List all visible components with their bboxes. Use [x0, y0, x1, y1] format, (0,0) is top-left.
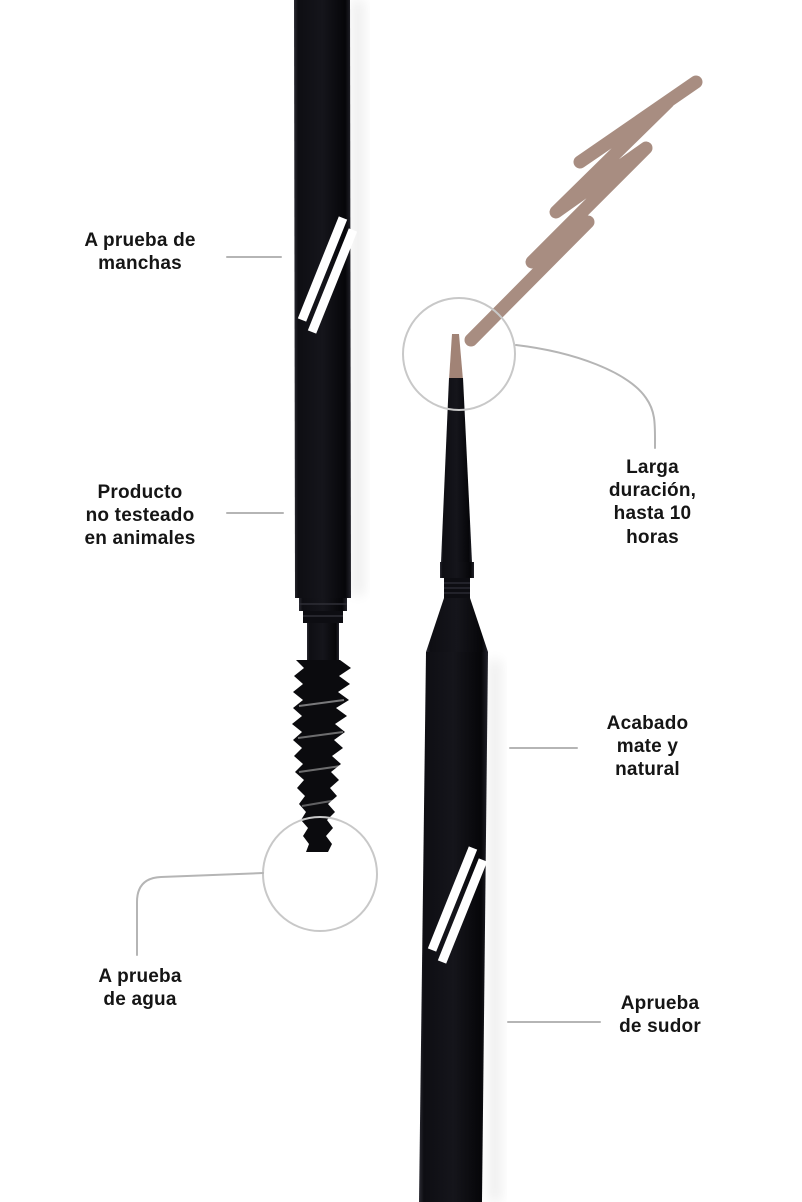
brand-logo-left	[297, 216, 358, 334]
left-pencil-shadow	[352, 0, 364, 595]
label-sweat-proof: Aprueba de sudor	[619, 993, 701, 1038]
label-long-lasting: Larga duración, hasta 10 horas	[608, 457, 697, 548]
callout-line-long-lasting	[515, 344, 657, 449]
right-pencil-cone	[441, 378, 472, 562]
highlight-circle-tip	[402, 297, 516, 411]
spoolie-brush	[292, 660, 351, 852]
label-matte-finish: Acabado mate y natural	[606, 713, 689, 781]
left-pencil-collar	[299, 598, 347, 661]
label-cruelty-free: Producto no testeado en animales	[84, 482, 196, 550]
swatch-scribble	[464, 75, 703, 347]
callout-line-waterproof	[136, 872, 264, 956]
left-pencil	[292, 0, 358, 852]
right-pencil-collar	[426, 562, 488, 652]
right-pencil-shadow	[489, 660, 501, 1202]
pencil-tip	[449, 334, 463, 380]
right-pencil	[419, 334, 488, 1202]
label-waterproof: A prueba de agua	[98, 966, 182, 1011]
brand-logo-right	[427, 846, 488, 964]
label-smudge-proof: A prueba de manchas	[84, 230, 196, 275]
